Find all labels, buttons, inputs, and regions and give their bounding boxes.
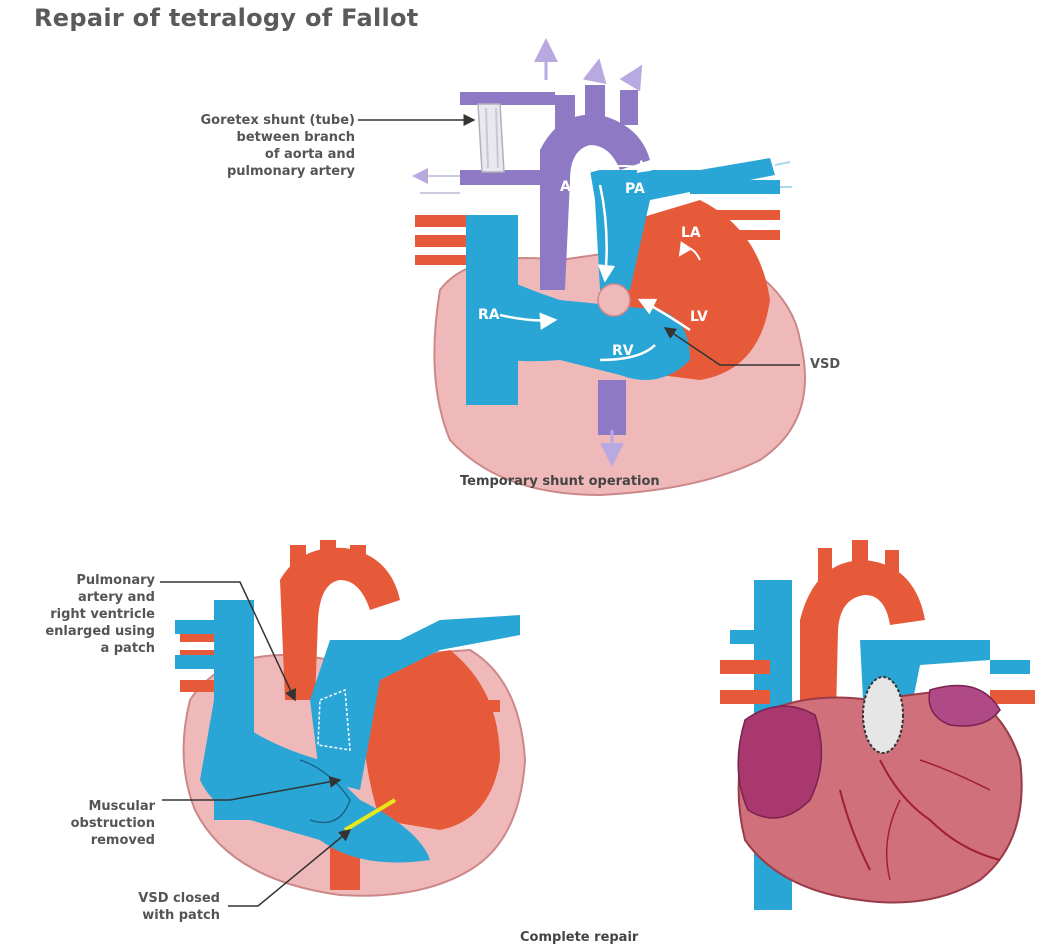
- bottom-caption: Complete repair: [520, 930, 638, 945]
- shunt-label-line: between branch: [150, 129, 355, 146]
- bottom-right-heart: [720, 540, 1035, 910]
- obstruction-label-line: Muscular: [20, 798, 155, 815]
- patch-label: Pulmonary artery and right ventricle enl…: [20, 572, 155, 657]
- patch-label-line: a patch: [20, 640, 155, 657]
- shunt-label-line: pulmonary artery: [150, 163, 355, 180]
- label-rv: RV: [612, 343, 634, 359]
- vsd-closed-label-line: with patch: [90, 907, 220, 924]
- bottom-left-heart: [160, 540, 525, 906]
- label-lv: LV: [690, 309, 708, 325]
- obstruction-label: Muscular obstruction removed: [20, 798, 155, 849]
- vsd-closed-label: VSD closed with patch: [90, 890, 220, 924]
- patch-label-line: enlarged using: [20, 623, 155, 640]
- patch-label-line: right ventricle: [20, 606, 155, 623]
- label-la: LA: [681, 225, 701, 241]
- obstruction-label-line: obstruction: [20, 815, 155, 832]
- goretex-shunt-label: Goretex shunt (tube) between branch of a…: [150, 112, 355, 180]
- label-ao: Ao: [560, 179, 581, 195]
- vsd-label: VSD: [810, 356, 840, 373]
- patch-label-line: Pulmonary: [20, 572, 155, 589]
- label-ra: RA: [478, 307, 500, 323]
- top-heart: Ao PA LA RA RV LV: [358, 50, 805, 495]
- top-caption: Temporary shunt operation: [460, 474, 660, 489]
- shunt-label-line: Goretex shunt (tube): [150, 112, 355, 129]
- vsd-closed-label-line: VSD closed: [90, 890, 220, 907]
- patch-label-line: artery and: [20, 589, 155, 606]
- shunt-label-line: of aorta and: [150, 146, 355, 163]
- label-pa: PA: [625, 181, 645, 197]
- obstruction-label-line: removed: [20, 832, 155, 849]
